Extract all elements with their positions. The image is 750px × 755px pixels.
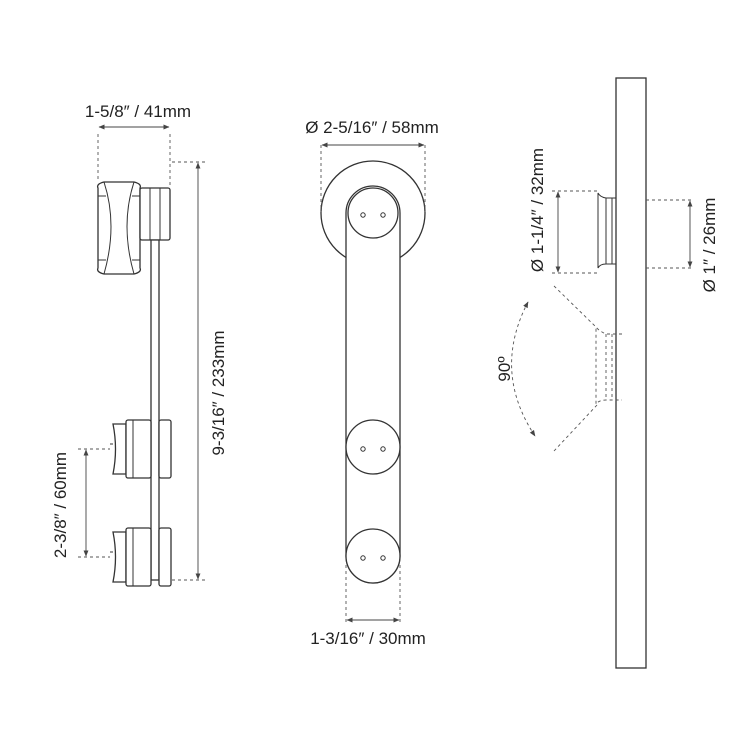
rotation-angle-label: 90º <box>495 356 514 381</box>
roller-side-2 <box>110 527 172 587</box>
total-height-label: 9-3/16″ / 233mm <box>209 330 228 455</box>
top-wheel-side <box>96 181 171 275</box>
roller-spacing-label: 2-3/8″ / 60mm <box>51 452 70 558</box>
clamp-solid <box>597 192 616 269</box>
clamp-diameter-label: Ø 1-1/4″ / 32mm <box>528 148 547 272</box>
roller-side-1 <box>110 419 172 479</box>
rail-view: Ø 1-1/4″ / 32mm Ø 1″ / 26mm 90º <box>495 77 719 669</box>
strap-side <box>150 239 160 581</box>
side-view: 1-5/8″ / 41mm 9-3/16″ / 233mm 2-3/8″ / 6… <box>51 102 228 587</box>
front-view: Ø 2-5/16″ / 58mm 1-3/16″ / 30mm <box>305 118 439 648</box>
strap-front <box>345 185 401 584</box>
rail-diameter-label: Ø 1″ / 26mm <box>700 198 719 293</box>
bolt-bottom <box>345 528 401 584</box>
rail <box>615 77 647 669</box>
roller-diameter-label: 1-3/16″ / 30mm <box>310 629 426 648</box>
wheel-diameter-label: Ø 2-5/16″ / 58mm <box>305 118 439 137</box>
bolt-middle <box>345 419 401 475</box>
clamp-rotated <box>595 325 622 406</box>
rotation-arc <box>511 301 536 437</box>
bolt-top <box>347 187 399 239</box>
wheel-width-label: 1-5/8″ / 41mm <box>85 102 191 121</box>
